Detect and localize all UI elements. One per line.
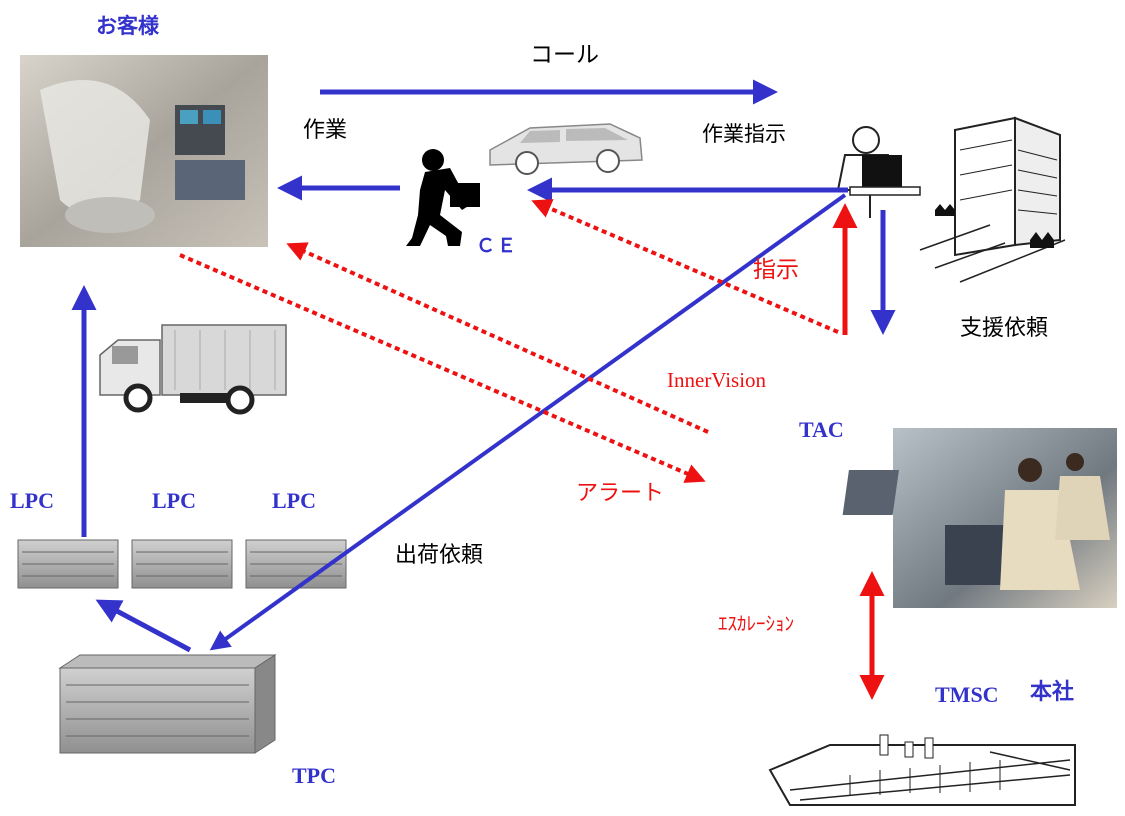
shipping-request-arrow <box>209 193 847 651</box>
customer-label: お客様 <box>96 14 159 38</box>
escalation-label: ｴｽｶﾚｰｼｮﾝ <box>718 613 795 635</box>
work-instruction-label: 作業指示 <box>702 122 786 146</box>
instruction-label: 指示 <box>753 257 799 283</box>
tac-label: TAC <box>799 417 844 442</box>
service-engineer-icon <box>406 149 480 246</box>
tpc-rack <box>58 654 277 754</box>
office-building-icon <box>919 116 1066 283</box>
customer-site-photo <box>20 55 268 247</box>
ce-label: ＣＥ <box>476 235 519 257</box>
call-center-photo <box>842 428 1117 608</box>
alert-label: アラート <box>576 481 665 506</box>
tpc-to-lpc-arrow <box>95 599 192 653</box>
alert-dotted-arrow <box>179 253 706 483</box>
lpc-label-2: LPC <box>152 488 196 513</box>
lpc-label-3: LPC <box>272 488 316 513</box>
head-office-label: 本社 <box>1030 680 1075 705</box>
tmsc-label: TMSC <box>935 682 999 707</box>
car-icon <box>489 123 643 175</box>
work-label: 作業 <box>303 118 348 143</box>
instruction-dotted-arrow <box>531 199 839 334</box>
innervision-label: InnerVision <box>667 368 767 392</box>
lpc-rack-1 <box>17 539 119 589</box>
operator-at-desk-icon <box>836 126 921 218</box>
call-label: コール <box>530 42 599 68</box>
tpc-label: TPC <box>292 763 336 788</box>
innervision-dotted-arrow <box>286 242 709 434</box>
shipping-request-label: 出荷依頼 <box>395 543 484 568</box>
factory-icon <box>768 734 1076 806</box>
delivery-truck-icon <box>99 324 287 415</box>
lpc-label-1: LPC <box>10 488 54 513</box>
lpc-rack-2 <box>131 539 233 589</box>
support-request-label: 支援依頼 <box>960 316 1049 341</box>
